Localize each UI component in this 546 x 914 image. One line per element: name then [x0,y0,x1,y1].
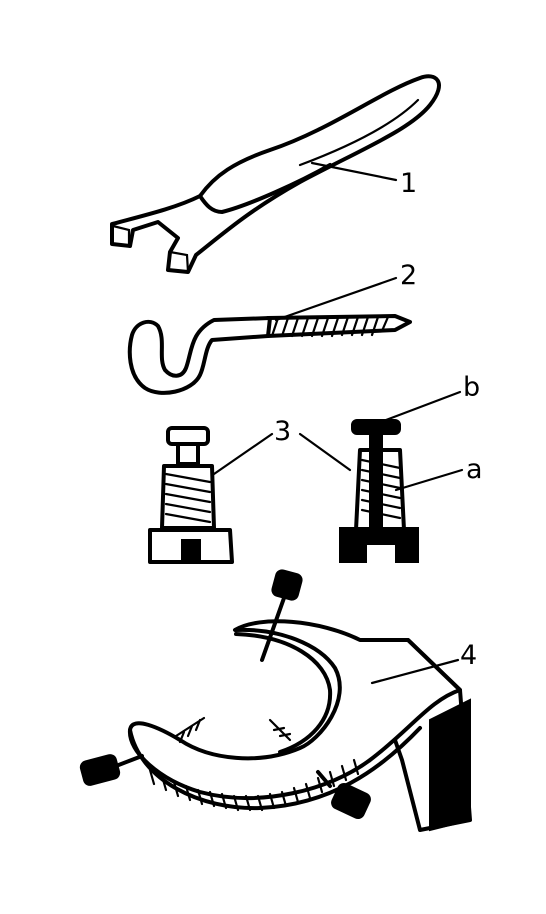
leader-line-3-right [298,432,352,472]
ring-clamp [79,569,472,832]
leader-line-a [394,468,464,492]
label-a: a [466,454,483,485]
label-b: b [463,372,480,403]
screw-hook [127,314,412,395]
leader-line-b [384,390,462,422]
binding-screw-left [148,426,234,564]
label-1: 1 [400,168,417,199]
binding-screw-right-sectioned [339,419,419,563]
label-3: 3 [274,416,291,447]
spanner-wrench [110,74,441,274]
leader-line-4 [370,658,460,685]
leader-line-3-left [212,432,274,476]
label-2: 2 [400,260,417,291]
leader-line-2 [274,276,398,322]
leader-line-1 [310,161,398,182]
label-4: 4 [460,640,477,671]
